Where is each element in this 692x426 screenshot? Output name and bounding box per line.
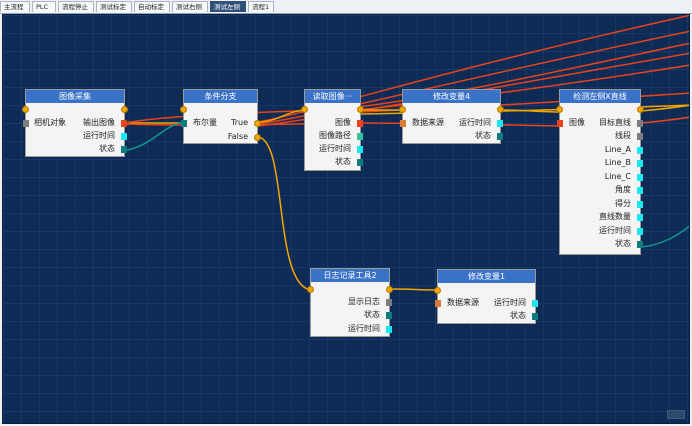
target-line-label: 目标直线 (599, 118, 631, 127)
run-time-port[interactable] (532, 300, 538, 307)
node-image-acquisition[interactable]: 图像采集 相机对象 输出图像 运行时间 状态 (22, 89, 128, 157)
run-time-label: 运行时间 (599, 226, 631, 235)
output-image-label: 输出图像 (83, 118, 115, 127)
status-label: 状态 (364, 310, 380, 319)
run-time-label: 运行时间 (348, 324, 380, 333)
line-b-port[interactable] (637, 160, 643, 167)
node-title: 日志记录工具2 (311, 269, 389, 282)
run-time-port[interactable] (386, 326, 392, 333)
tab-auto-calibration[interactable]: 自动标定 (134, 1, 170, 12)
data-source-port[interactable] (435, 300, 441, 307)
canvas-resize-grip[interactable] (667, 410, 685, 419)
status-port[interactable] (121, 146, 127, 153)
score-port[interactable] (637, 201, 643, 208)
status-label: 状态 (615, 239, 631, 248)
tab-test-calibration[interactable]: 测试标定 (96, 1, 132, 12)
exec-in-port[interactable] (399, 106, 406, 113)
image-input-port[interactable] (557, 120, 563, 127)
angle-label: 角度 (615, 185, 631, 194)
image-input-label: 图像 (569, 118, 585, 127)
status-port[interactable] (386, 312, 392, 319)
node-log-tool-2[interactable]: 日志记录工具2 显示日志 状态 运行时间 (307, 268, 393, 337)
data-source-port[interactable] (400, 120, 406, 127)
true-out-port[interactable] (254, 120, 261, 127)
segment-port[interactable] (637, 133, 643, 140)
node-condition-branch[interactable]: 条件分支 布尔量 True False (180, 89, 261, 144)
node-title: 图像采集 (26, 90, 124, 103)
node-title: 条件分支 (184, 90, 257, 103)
exec-in-port[interactable] (22, 106, 29, 113)
false-out-port[interactable] (254, 134, 261, 141)
exec-out-port[interactable] (121, 106, 128, 113)
node-detect-left-x-line[interactable]: 检测左侧X直线 图像 目标直线 线段 Line_A Line_B Line_C … (556, 89, 644, 255)
show-log-label: 显示日志 (348, 297, 380, 306)
target-line-port[interactable] (637, 120, 643, 127)
run-time-label: 运行时间 (459, 118, 491, 127)
exec-out-port[interactable] (637, 106, 644, 113)
tab-plc[interactable]: PLC (32, 1, 56, 12)
status-port[interactable] (532, 313, 538, 320)
node-modify-variable-1[interactable]: 修改变量1 数据来源 运行时间 状态 (434, 269, 538, 324)
node-title: 读取图像··· (305, 90, 360, 103)
flow-canvas[interactable]: 图像采集 相机对象 输出图像 运行时间 状态 条件分支 布尔量 True Fal… (2, 14, 690, 424)
exec-in-port[interactable] (556, 106, 563, 113)
status-port[interactable] (357, 159, 363, 166)
exec-out-port[interactable] (497, 106, 504, 113)
exec-in-port[interactable] (307, 286, 314, 293)
exec-out-port[interactable] (357, 106, 364, 113)
data-source-label: 数据来源 (412, 118, 444, 127)
camera-input-port[interactable] (23, 120, 29, 127)
flow-tab-bar: 主流程 PLC 流程停止 测试标定 自动标定 测试右侧 测试左侧 流程1 (0, 0, 692, 14)
exec-in-port[interactable] (180, 106, 187, 113)
tab-main-flow[interactable]: 主流程 (0, 1, 30, 12)
node-modify-variable-4[interactable]: 修改变量4 数据来源 运行时间 状态 (399, 89, 504, 144)
data-source-label: 数据来源 (447, 298, 479, 307)
run-time-port[interactable] (357, 146, 363, 153)
false-label: False (227, 132, 248, 141)
tab-flow-1[interactable]: 流程1 (248, 1, 274, 12)
run-time-label: 运行时间 (319, 144, 351, 153)
image-port[interactable] (357, 120, 363, 127)
status-label: 状态 (99, 144, 115, 153)
output-image-port[interactable] (121, 120, 127, 127)
line-a-port[interactable] (637, 147, 643, 154)
true-label: True (231, 118, 248, 127)
line-c-port[interactable] (637, 174, 643, 181)
image-path-label: 图像路径 (319, 131, 351, 140)
run-time-label: 运行时间 (494, 298, 526, 307)
node-read-image[interactable]: 读取图像··· 图像 图像路径 运行时间 状态 (301, 89, 364, 171)
exec-in-port[interactable] (434, 287, 441, 294)
run-time-label: 运行时间 (83, 131, 115, 140)
status-port[interactable] (497, 133, 503, 140)
exec-in-port[interactable] (301, 106, 308, 113)
node-title: 检测左侧X直线 (560, 90, 640, 103)
line-a-label: Line_A (604, 145, 631, 154)
tab-flow-stop[interactable]: 流程停止 (58, 1, 94, 12)
image-label: 图像 (335, 118, 351, 127)
run-time-port[interactable] (497, 120, 503, 127)
angle-port[interactable] (637, 187, 643, 194)
status-label: 状态 (335, 157, 351, 166)
image-path-port[interactable] (357, 133, 363, 140)
line-b-label: Line_B (604, 158, 631, 167)
tab-test-left[interactable]: 测试左侧 (210, 1, 246, 12)
bool-input-port[interactable] (181, 120, 187, 127)
run-time-port[interactable] (121, 133, 127, 140)
camera-object-label: 相机对象 (34, 118, 66, 127)
line-c-label: Line_C (604, 172, 631, 181)
run-time-port[interactable] (637, 228, 643, 235)
line-count-label: 直线数量 (599, 212, 631, 221)
tab-test-right[interactable]: 测试右侧 (172, 1, 208, 12)
line-count-port[interactable] (637, 214, 643, 221)
bool-label: 布尔量 (193, 118, 217, 127)
exec-out-port[interactable] (386, 286, 393, 293)
node-title: 修改变量4 (403, 90, 500, 103)
score-label: 得分 (615, 199, 631, 208)
status-label: 状态 (475, 131, 491, 140)
status-port[interactable] (637, 241, 643, 248)
show-log-port[interactable] (386, 299, 392, 306)
status-label: 状态 (510, 311, 526, 320)
node-title: 修改变量1 (438, 270, 535, 283)
segment-label: 线段 (615, 131, 631, 140)
